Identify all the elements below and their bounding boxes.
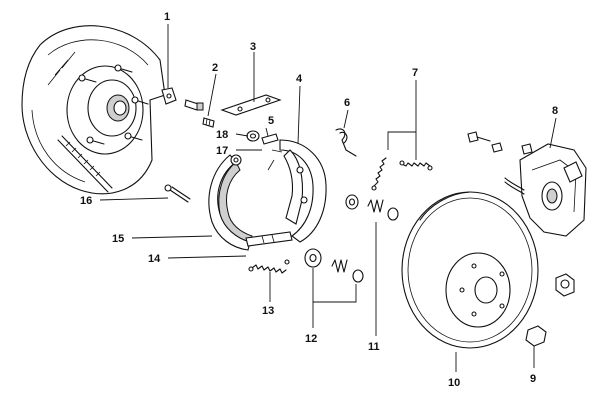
part-2-pins bbox=[184, 99, 215, 128]
part-14-strut bbox=[245, 231, 293, 247]
callout-numbers: 1 2 3 4 5 6 7 8 9 10 11 12 13 14 15 16 1… bbox=[80, 11, 558, 389]
callout-9: 9 bbox=[530, 373, 536, 385]
callout-16: 16 bbox=[80, 195, 92, 207]
callout-8: 8 bbox=[552, 105, 558, 117]
callout-2: 2 bbox=[212, 62, 218, 74]
callout-18: 18 bbox=[216, 129, 228, 141]
caliper-bolts bbox=[467, 131, 533, 155]
part-12-hold-down-kit bbox=[304, 248, 364, 283]
callout-15: 15 bbox=[112, 233, 124, 245]
callout-4: 4 bbox=[296, 73, 303, 85]
part-8-caliper bbox=[467, 131, 587, 237]
backing-plate-assembly bbox=[21, 25, 166, 195]
part-10-brake-disc bbox=[401, 191, 539, 349]
part-9-bleeder-cap bbox=[525, 273, 575, 347]
callout-17: 17 bbox=[216, 145, 228, 157]
part-11-hold-down-kit bbox=[345, 194, 399, 221]
part-6-spring-hook bbox=[335, 128, 357, 157]
part-4-brake-shoe bbox=[267, 139, 327, 243]
part-15-brake-shoe-front bbox=[208, 154, 253, 251]
part-3-lever bbox=[220, 94, 282, 116]
callout-7: 7 bbox=[412, 67, 418, 79]
callout-5: 5 bbox=[268, 115, 274, 127]
part-16-bolt bbox=[164, 184, 191, 203]
part-13-spring bbox=[248, 259, 290, 274]
wheel-studs bbox=[78, 64, 149, 145]
part-1-clip bbox=[161, 87, 177, 105]
leader-lines bbox=[99, 24, 557, 372]
disc-bolt-holes bbox=[459, 263, 505, 317]
part-5-adjuster bbox=[261, 133, 279, 145]
callout-6: 6 bbox=[344, 97, 350, 109]
callout-11: 11 bbox=[368, 341, 380, 353]
parking-brake-cable bbox=[57, 135, 113, 193]
part-7-springs bbox=[371, 157, 433, 191]
part-18-washer bbox=[246, 130, 260, 142]
callout-10: 10 bbox=[448, 377, 460, 389]
callout-12: 12 bbox=[305, 333, 317, 345]
callout-14: 14 bbox=[148, 253, 161, 265]
callout-3: 3 bbox=[250, 41, 256, 53]
callout-1: 1 bbox=[164, 11, 170, 23]
callout-13: 13 bbox=[262, 305, 274, 317]
